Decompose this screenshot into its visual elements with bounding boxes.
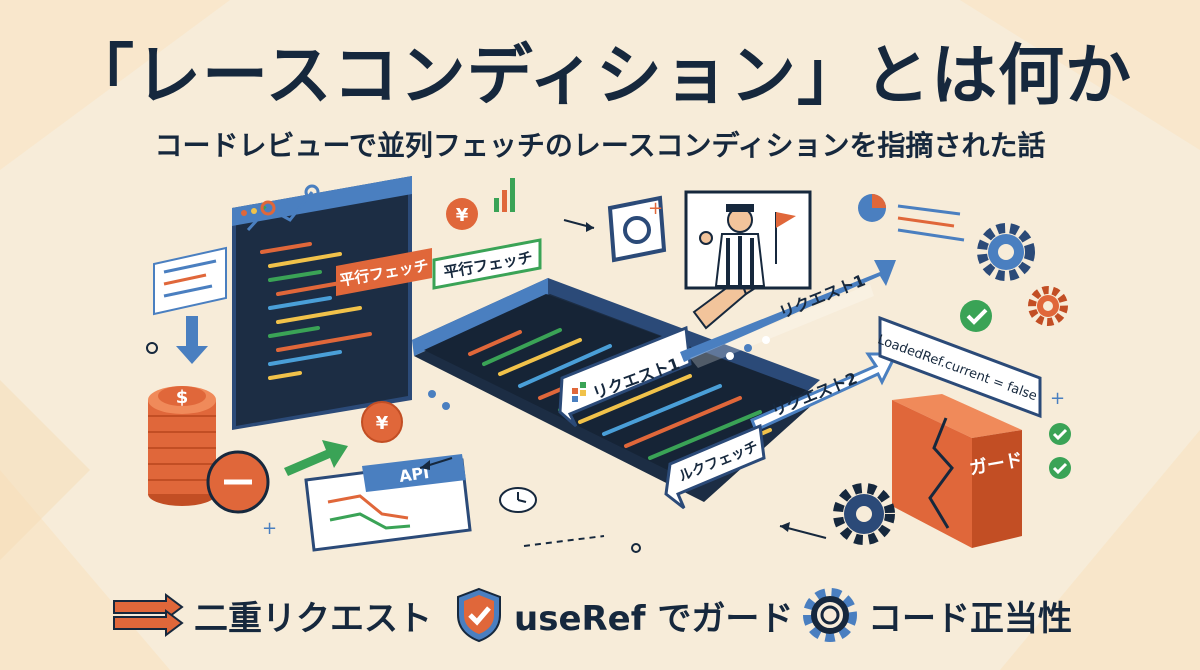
gear-icon-large <box>977 223 1035 281</box>
check-icon-1 <box>1049 423 1071 445</box>
pie-chart-icon <box>858 194 965 242</box>
tag-parallel-fetch-b: 平行フェッチ <box>432 238 542 290</box>
list-card <box>153 246 227 316</box>
feature-double-request: 二重リクエスト <box>112 580 432 650</box>
feature-label: コード正当性 <box>868 598 1072 639</box>
coin-stack: $ ¥ <box>148 386 403 514</box>
svg-text:¥: ¥ <box>376 413 389 434</box>
dollar-symbol: $ <box>176 387 189 408</box>
shield-check-icon <box>457 587 501 643</box>
feature-code-correctness: コード正当性 <box>802 580 1072 650</box>
green-arrow-icon <box>284 440 348 476</box>
down-arrow-icon <box>176 316 208 364</box>
gear-icon <box>803 588 857 642</box>
svg-text:¥: ¥ <box>456 205 469 226</box>
double-arrow-icon <box>113 593 184 637</box>
api-label: API <box>398 463 430 486</box>
code-window <box>232 176 412 430</box>
feature-label: 二重リクエスト <box>194 598 432 639</box>
yen-coin-top-icon: ¥ <box>446 198 478 230</box>
feature-label: useRef でガード <box>514 598 794 639</box>
sparkle-icon: + <box>1050 388 1065 409</box>
check-circle-icon <box>960 300 992 332</box>
race-condition-illustration: 平行フェッチ 平行フェッチ ¥ <box>146 176 1071 553</box>
page-title: 「レースコンディション」とは何か <box>67 37 1133 114</box>
check-icon-2 <box>1049 457 1071 479</box>
api-card: API <box>304 454 472 552</box>
camera-icon <box>607 195 667 263</box>
sparkle-icon: + <box>648 198 663 219</box>
dot-icon <box>146 342 158 354</box>
guard-wall: ガード <box>892 394 1025 548</box>
feature-useref-guard: useRef でガード <box>454 580 793 650</box>
gear-icon-small <box>1028 286 1068 326</box>
referee-card <box>684 190 812 290</box>
feature-list: 二重リクエスト useRef でガード コード正当性 <box>0 580 1200 650</box>
sparkle-icon: + <box>262 518 277 539</box>
dot-icon <box>631 543 641 553</box>
mini-chart-icon <box>246 178 515 232</box>
gear-icon-bottom <box>833 483 895 545</box>
page-subtitle: コードレビューで並列フェッチのレースコンディションを指摘された話 <box>154 129 1046 162</box>
clock-icon <box>499 487 537 513</box>
